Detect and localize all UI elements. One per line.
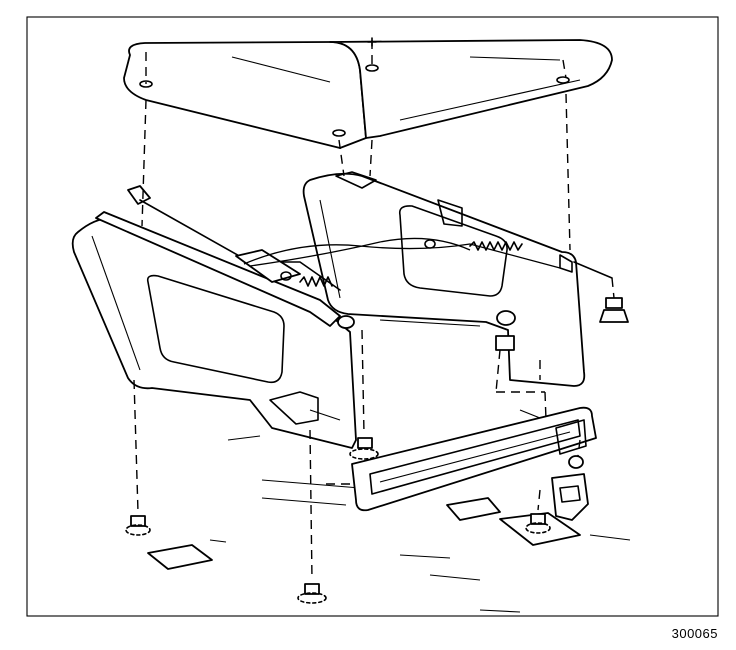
spring-rear: [469, 241, 523, 251]
nut-front-left: [125, 515, 151, 536]
adjuster-cable-return: [249, 237, 471, 267]
rear-frame-cutout: [398, 205, 508, 297]
nut-rear-right: [525, 513, 551, 534]
cushion-mount-hole-left: [139, 80, 153, 88]
front-bracket: [269, 391, 319, 425]
alignment-lines: [133, 40, 581, 581]
track-bolt: [568, 455, 584, 469]
bolt-center-rear: [495, 310, 516, 351]
cushion-mount-hole-right: [556, 76, 570, 84]
floor-anchor-bracket: [551, 473, 589, 521]
floor-pad-center: [446, 497, 501, 521]
front-frame-cutout: [146, 274, 285, 384]
nut-rear-center: [349, 437, 379, 460]
spring-front: [299, 276, 333, 287]
seat-cushion-top: [329, 39, 613, 139]
seat-cushion-front: [123, 41, 367, 149]
floor-pad-left: [147, 544, 213, 570]
lever-handle: [127, 185, 151, 205]
seat-track-slot: [369, 419, 581, 495]
nut-front-center: [297, 583, 327, 604]
lever-pivot: [337, 315, 355, 329]
figure-border: [26, 16, 719, 617]
lever-linkage-plate: [235, 249, 301, 283]
cushion-mount-hole-front: [332, 129, 346, 137]
adjuster-lever-bar: [95, 211, 341, 327]
floor-lines: [209, 409, 631, 613]
figure-id-label: 300065: [671, 626, 718, 641]
cushion-mount-hole-center: [365, 64, 379, 72]
seat-track: [351, 406, 597, 512]
front-seat-adjuster-frame: [71, 217, 357, 449]
rear-bracket: [437, 199, 463, 227]
bolt-right-side: [573, 261, 629, 323]
